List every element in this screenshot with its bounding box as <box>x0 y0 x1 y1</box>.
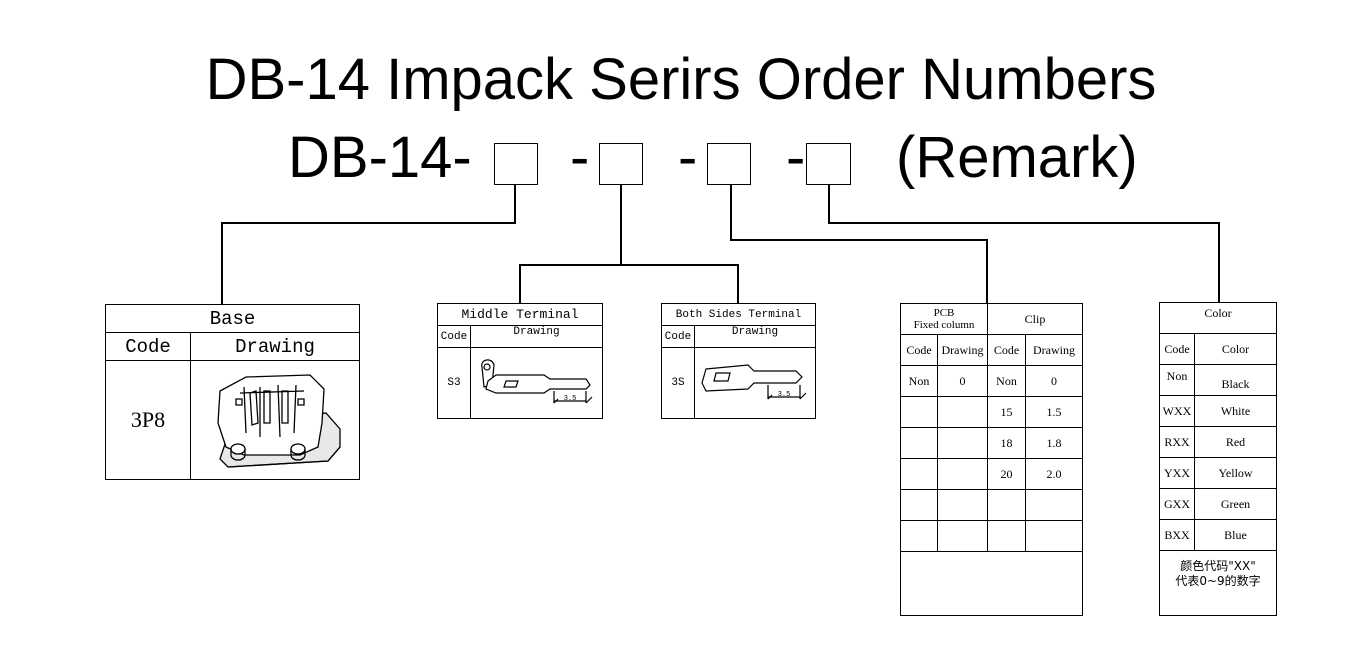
color-name-cell: Green <box>1194 488 1277 520</box>
pcb-clip-cell: 0 <box>1025 365 1083 397</box>
connector-pcb-clip <box>730 185 988 303</box>
both-sides-terminal-col-drawing: Drawing <box>694 325 816 348</box>
middle-terminal-col-drawing: Drawing <box>470 325 603 348</box>
both-sides-terminal-title: Both Sides Terminal <box>661 303 816 326</box>
pcb-clip-table: PCB Fixed column Clip Code Drawing Code … <box>900 303 1083 616</box>
middle-terminal-dim: 3.5 <box>563 395 576 403</box>
pcb-clip-cell <box>937 489 988 521</box>
middle-terminal-drawing: 3.5 <box>480 358 592 403</box>
color-code-cell: WXX <box>1159 395 1195 427</box>
slot-box-terminal <box>599 143 643 185</box>
middle-terminal-table: Middle Terminal Code Drawing S3 3.5 <box>437 303 603 419</box>
page-title: DB-14 Impack Serirs Order Numbers <box>205 47 1157 112</box>
order-number-formula: DB-14- <box>288 122 472 194</box>
color-note: 颜色代码"XX" 代表0~9的数字 <box>1159 550 1277 616</box>
color-col-code: Code <box>1159 333 1195 365</box>
pcb-clip-cell <box>900 396 938 428</box>
pcb-clip-cell <box>1025 489 1083 521</box>
color-col-color: Color <box>1194 333 1277 365</box>
base-col-code: Code <box>105 332 191 361</box>
connector-color <box>828 185 1220 303</box>
connector-base <box>221 185 516 304</box>
clip-col-code: Code <box>987 334 1026 366</box>
both-sides-terminal-code: 3S <box>661 347 695 419</box>
pcb-clip-cell <box>937 520 988 552</box>
color-code-cell: GXX <box>1159 488 1195 520</box>
base-code: 3P8 <box>105 360 191 480</box>
slot-box-color <box>806 143 851 185</box>
pcb-clip-cell: 18 <box>987 427 1026 459</box>
middle-terminal-col-code: Code <box>437 325 471 348</box>
pcb-clip-cell <box>937 396 988 428</box>
base-drawing <box>217 373 341 468</box>
pcb-clip-cell: 1.8 <box>1025 427 1083 459</box>
pcb-clip-cell <box>987 520 1026 552</box>
color-code-cell: Non <box>1159 364 1195 396</box>
pcb-clip-empty-footer <box>900 551 1083 616</box>
connector-terminal-split <box>519 264 739 304</box>
pcb-clip-cell <box>900 427 938 459</box>
middle-terminal-code: S3 <box>437 347 471 419</box>
pcb-clip-cell: 0 <box>937 365 988 397</box>
color-note-line-2: 代表0~9的数字 <box>1175 574 1261 588</box>
base-table: Base Code Drawing 3P8 <box>105 304 360 480</box>
middle-terminal-title: Middle Terminal <box>437 303 603 326</box>
pcb-clip-cell <box>937 427 988 459</box>
both-sides-terminal-drawing-cell: 3.5 <box>694 347 816 419</box>
pcb-clip-cell <box>937 458 988 490</box>
pcb-clip-cell: 1.5 <box>1025 396 1083 428</box>
color-name-cell: Black <box>1194 364 1277 396</box>
pcb-clip-cell: Non <box>900 365 938 397</box>
formula-dash-1: - <box>570 125 590 190</box>
pcb-clip-cell <box>900 489 938 521</box>
color-name-cell: Yellow <box>1194 457 1277 489</box>
both-sides-terminal-table: Both Sides Terminal Code Drawing 3S 3.5 <box>661 303 816 419</box>
pcb-col-code: Code <box>900 334 938 366</box>
color-name-cell: Red <box>1194 426 1277 458</box>
slot-box-base <box>494 143 538 185</box>
color-note-line-1: 颜色代码"XX" <box>1180 559 1256 573</box>
pcb-clip-cell <box>900 520 938 552</box>
pcb-clip-cell: 2.0 <box>1025 458 1083 490</box>
base-title: Base <box>105 304 360 333</box>
formula-remark: (Remark) <box>896 125 1138 190</box>
color-name-cell: Blue <box>1194 519 1277 551</box>
color-code-cell: RXX <box>1159 426 1195 458</box>
both-sides-terminal-col-code: Code <box>661 325 695 348</box>
formula-dash-3: - <box>786 125 806 190</box>
color-code-cell: BXX <box>1159 519 1195 551</box>
base-col-drawing: Drawing <box>190 332 360 361</box>
base-drawing-cell <box>190 360 360 480</box>
color-table: Color Code Color Non Black WXX White RXX… <box>1159 302 1277 616</box>
pcb-clip-cell <box>900 458 938 490</box>
color-name-cell: White <box>1194 395 1277 427</box>
pcb-clip-cell <box>1025 520 1083 552</box>
pcb-clip-cell: 20 <box>987 458 1026 490</box>
formula-dash-2: - <box>678 125 698 190</box>
color-code-cell: YXX <box>1159 457 1195 489</box>
clip-title: Clip <box>987 303 1083 335</box>
pcb-clip-cell <box>987 489 1026 521</box>
slot-box-pcb-clip <box>707 143 751 185</box>
formula-prefix: DB-14- <box>288 125 472 190</box>
clip-col-drawing: Drawing <box>1025 334 1083 366</box>
color-title: Color <box>1159 302 1277 334</box>
pcb-clip-cell: Non <box>987 365 1026 397</box>
pcb-title: PCB Fixed column <box>900 303 988 335</box>
pcb-col-drawing: Drawing <box>937 334 988 366</box>
middle-terminal-drawing-cell: 3.5 <box>470 347 603 419</box>
both-sides-terminal-drawing: 3.5 <box>701 363 807 399</box>
both-sides-terminal-dim: 3.5 <box>778 391 791 399</box>
pcb-clip-cell: 15 <box>987 396 1026 428</box>
